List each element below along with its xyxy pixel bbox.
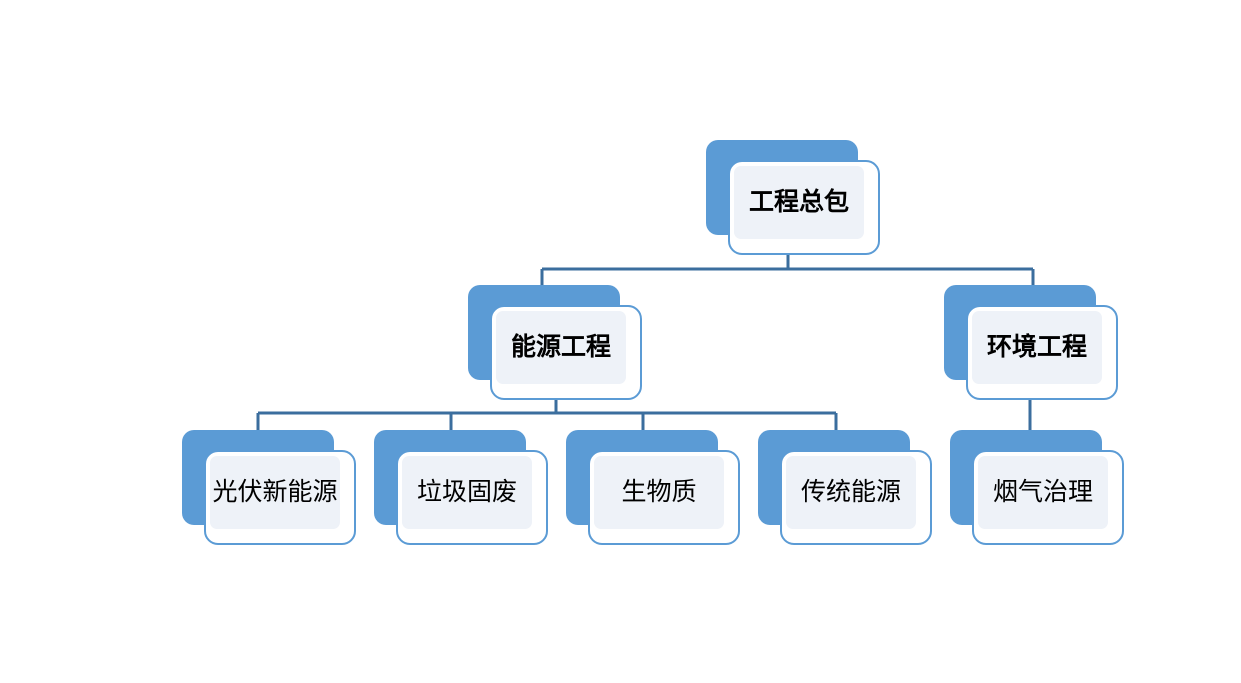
node-environment[interactable]: 环境工程 bbox=[944, 285, 1118, 400]
node-traditional-label: 传统能源 bbox=[800, 478, 901, 506]
node-environment-inner: 环境工程 bbox=[972, 311, 1102, 384]
node-fluegas[interactable]: 烟气治理 bbox=[950, 430, 1124, 545]
node-biomass[interactable]: 生物质 bbox=[566, 430, 740, 545]
node-biomass-label: 生物质 bbox=[621, 478, 697, 506]
node-pv-label: 光伏新能源 bbox=[212, 478, 338, 506]
node-energy-inner: 能源工程 bbox=[496, 311, 626, 384]
node-traditional-card: 传统能源 bbox=[780, 450, 932, 545]
node-root-card: 工程总包 bbox=[728, 160, 880, 255]
node-root-label: 工程总包 bbox=[748, 188, 849, 216]
node-fluegas-label: 烟气治理 bbox=[992, 478, 1093, 506]
node-waste-label: 垃圾固废 bbox=[416, 478, 517, 506]
node-environment-label: 环境工程 bbox=[986, 333, 1087, 361]
node-biomass-inner: 生物质 bbox=[594, 456, 724, 529]
node-energy-card: 能源工程 bbox=[490, 305, 642, 400]
node-traditional-inner: 传统能源 bbox=[786, 456, 916, 529]
node-traditional[interactable]: 传统能源 bbox=[758, 430, 932, 545]
node-pv-card: 光伏新能源 bbox=[204, 450, 356, 545]
node-biomass-card: 生物质 bbox=[588, 450, 740, 545]
node-pv-inner: 光伏新能源 bbox=[210, 456, 340, 529]
node-waste-card: 垃圾固废 bbox=[396, 450, 548, 545]
node-energy-label: 能源工程 bbox=[510, 333, 611, 361]
node-energy[interactable]: 能源工程 bbox=[468, 285, 642, 400]
node-root[interactable]: 工程总包 bbox=[706, 140, 880, 255]
node-fluegas-card: 烟气治理 bbox=[972, 450, 1124, 545]
node-waste-inner: 垃圾固废 bbox=[402, 456, 532, 529]
node-root-inner: 工程总包 bbox=[734, 166, 864, 239]
node-environment-card: 环境工程 bbox=[966, 305, 1118, 400]
node-pv[interactable]: 光伏新能源 bbox=[182, 430, 356, 545]
node-waste[interactable]: 垃圾固废 bbox=[374, 430, 548, 545]
node-fluegas-inner: 烟气治理 bbox=[978, 456, 1108, 529]
